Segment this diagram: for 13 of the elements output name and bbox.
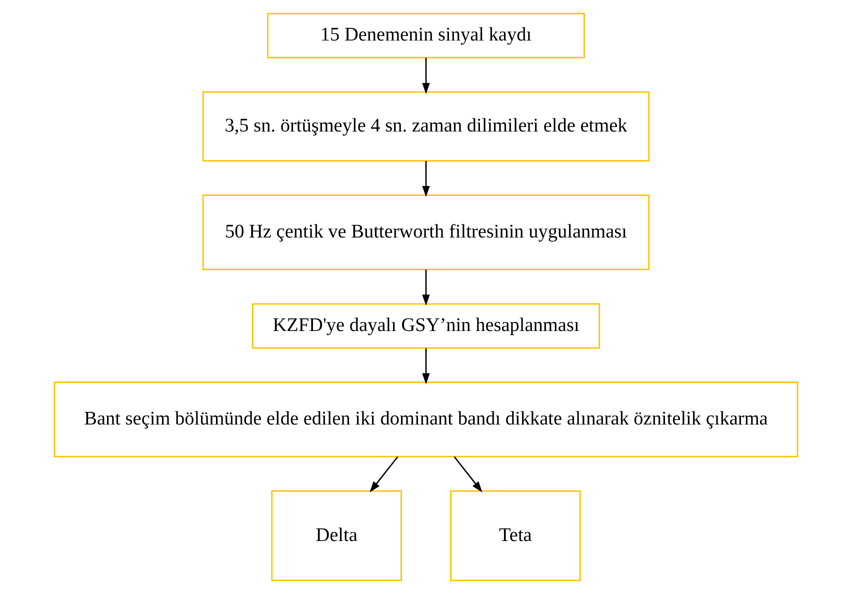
arrow (422, 58, 430, 94)
node-box: Bant seçim bölümünde elde edilen iki dominant bandı dikkate alınarak öznitelik çıkarma (53, 382, 798, 458)
node-box: Delta (270, 490, 402, 582)
node-box: 50 Hz çentik ve Butterworth filtresinin uygulanması (202, 194, 650, 270)
node-box: Teta (450, 490, 580, 582)
arrow (422, 270, 430, 306)
node-box: KZFD'ye dayalı GSY’nin hesaplanması (251, 303, 600, 349)
arrow (369, 456, 398, 492)
node-box: 15 Denemenin sinyal kaydı (266, 12, 584, 58)
arrow (422, 160, 430, 198)
arrow (422, 348, 430, 384)
node-box: 3,5 sn. örtüşmeyle 4 sn. zaman dilimileri elde etmek (202, 91, 650, 162)
arrow (453, 456, 482, 492)
